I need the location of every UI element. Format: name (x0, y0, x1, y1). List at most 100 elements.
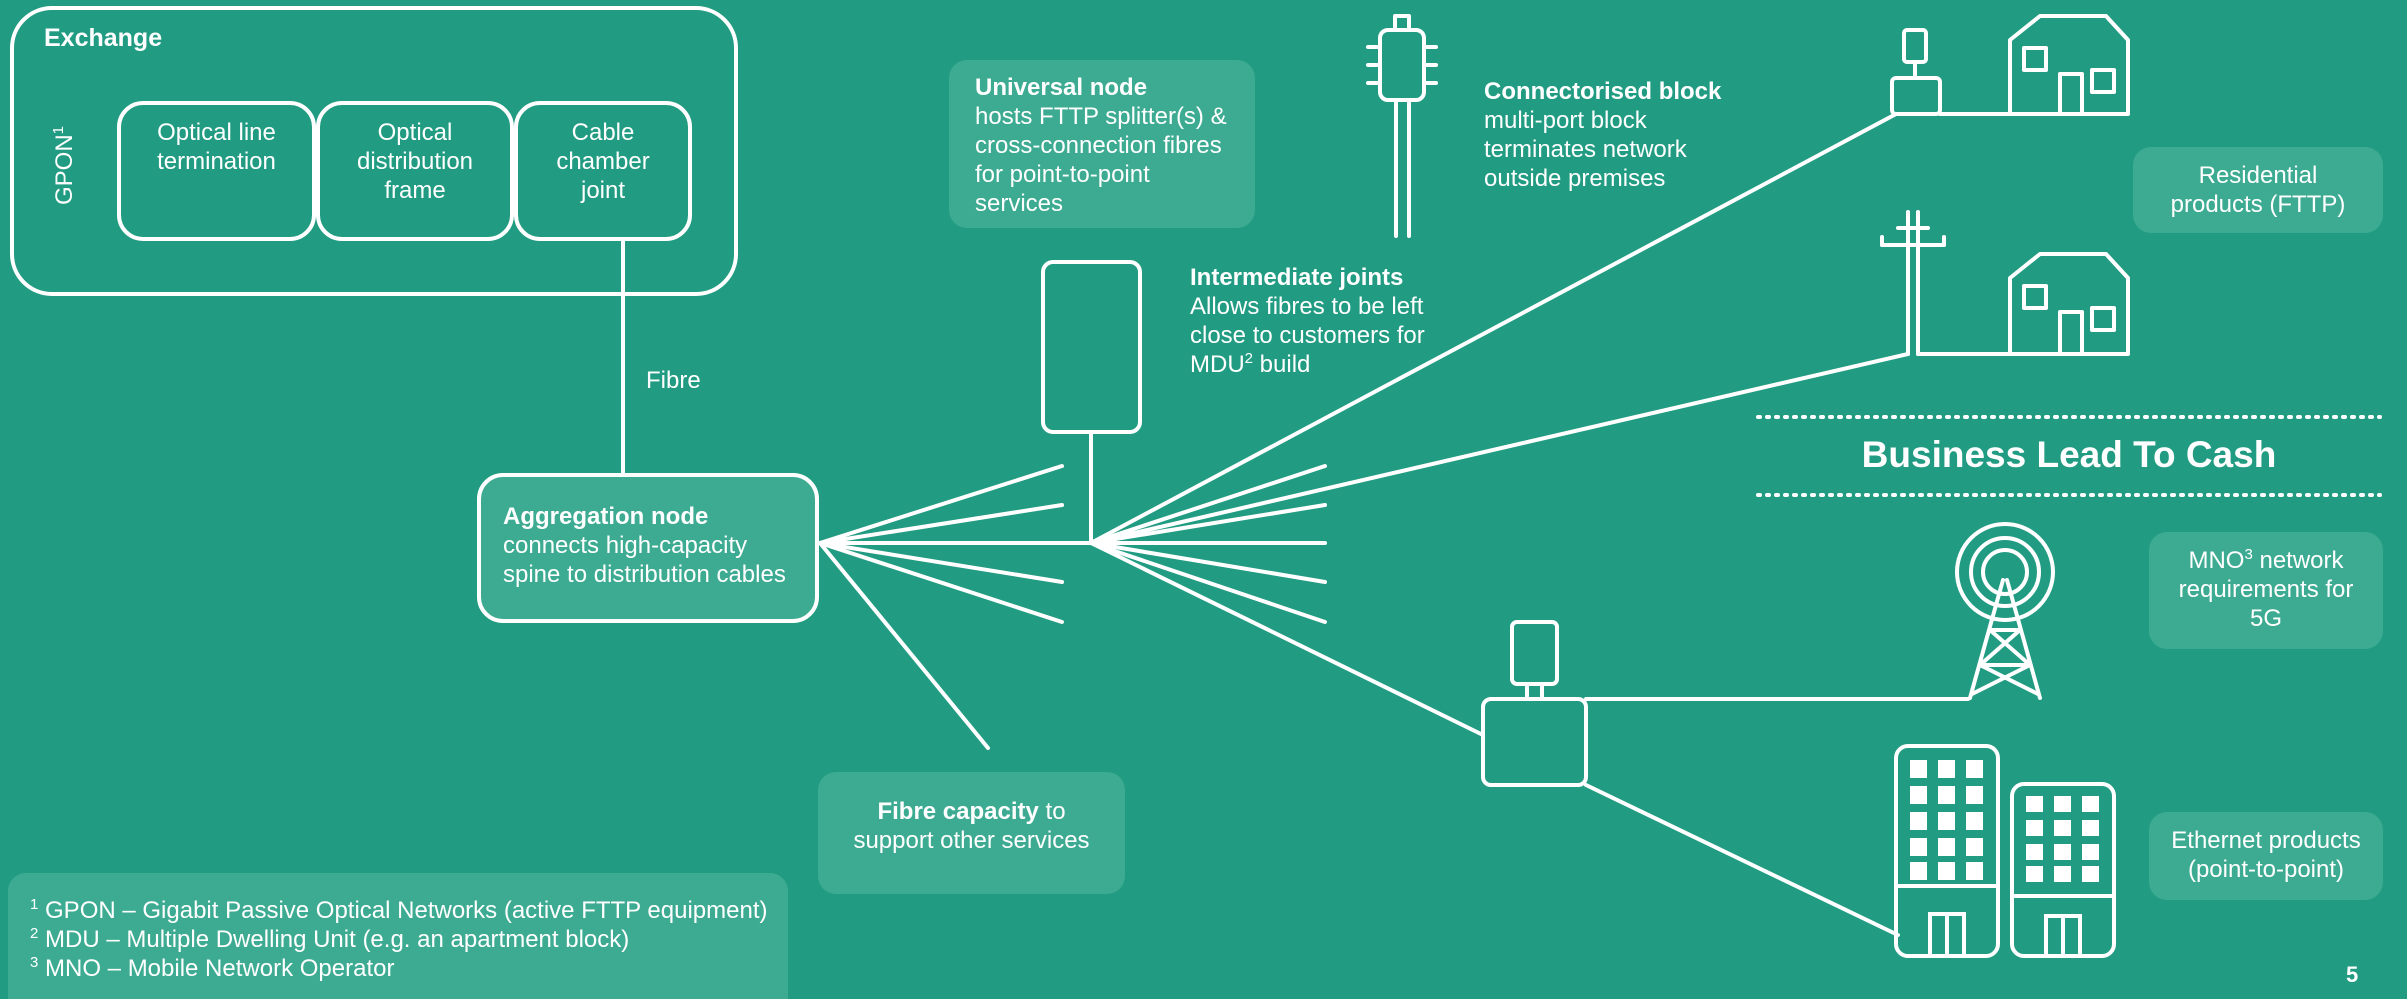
mdu-abbrev: MDU (1190, 351, 1245, 378)
intermediate-joints-title: Intermediate joints (1190, 264, 1404, 291)
module-label-line: termination (157, 148, 276, 175)
joint-fan-lines (1089, 464, 1327, 624)
module-label-line: Cable (571, 119, 635, 146)
ont-device-icon (1890, 28, 1942, 116)
intermediate-joints-line: close to customers for (1190, 322, 1425, 349)
footnote-item: 3 MNO – Mobile Network Operator (30, 954, 768, 983)
optical-line-termination-label: Optical line termination (117, 118, 316, 176)
gpon-label-text: GPON (51, 134, 78, 205)
gpon-footnote-ref: 1 (50, 125, 67, 135)
ethernet-products-panel (2149, 812, 2383, 900)
footnote-text: MDU – Multiple Dwelling Unit (e.g. an ap… (45, 926, 630, 953)
office-building-window-grid-2 (2026, 796, 2099, 882)
mno-line-1: MNO3 network (2149, 546, 2383, 575)
intermediate-joints-line: Allows fibres to be left (1190, 293, 1424, 320)
universal-node-line: for point-to-point (975, 161, 1150, 188)
optical-distribution-frame-module (316, 101, 514, 241)
house-icon (2008, 14, 2130, 116)
exchange-title: Exchange (44, 24, 163, 52)
connectorised-block-icon (1366, 14, 1438, 238)
aggregation-node-title: Aggregation node (503, 503, 709, 530)
telegraph-pole-icon (1880, 210, 1946, 356)
business-heading: Business Lead To Cash (1861, 434, 2277, 475)
residential-products-text: Residential products (FTTP) (2133, 161, 2383, 219)
footnotes-panel (8, 873, 788, 999)
cell-tower-icon (1955, 522, 2055, 700)
connectorised-block-line: multi-port block (1484, 107, 1647, 134)
residential-line: products (FTTP) (2170, 191, 2346, 218)
mdu-box-icon (1481, 620, 1588, 787)
mdu-footnote-ref: 2 (1244, 350, 1253, 367)
footnote-item: 2 MDU – Multiple Dwelling Unit (e.g. an … (30, 925, 768, 954)
connectorised-block-line: terminates network (1484, 136, 1687, 163)
ethernet-line: (point-to-point) (2187, 856, 2345, 883)
connectorised-block-title: Connectorised block (1484, 78, 1722, 105)
connectorised-block-line: outside premises (1484, 165, 1666, 192)
module-label-line: joint (580, 177, 626, 204)
module-label-line: chamber (556, 148, 650, 175)
mno-line: requirements for (2178, 576, 2354, 603)
gpon-label: GPON1 (50, 126, 79, 205)
ethernet-line: Ethernet products (2171, 827, 2361, 854)
universal-node-line: services (975, 190, 1064, 217)
universal-node-line: hosts FTTP splitter(s) & (975, 103, 1227, 130)
module-label-line: Optical line (157, 119, 276, 146)
mno-abbrev: MNO (2188, 547, 2245, 574)
residential-products-panel (2133, 147, 2383, 233)
mno-line: 5G (2249, 605, 2282, 632)
fibre-to-offices (1584, 783, 1900, 937)
aggregation-node-box (477, 473, 819, 623)
mno-suffix: network (2252, 547, 2344, 574)
mno-panel (2149, 532, 2383, 649)
fibre-to-residential-1 (1089, 112, 1898, 545)
footnote-number: 3 (30, 954, 39, 971)
universal-node-text: Universal node hosts FTTP splitter(s) & … (975, 73, 1227, 218)
exchange-box (10, 6, 738, 296)
fibre-capacity-bold: Fibre capacity (877, 798, 1039, 825)
house-icon (2008, 252, 2130, 356)
fibre-to-mdu-box (1089, 541, 1485, 737)
office-building-icon (2010, 782, 2116, 958)
footnote-text: MNO – Mobile Network Operator (45, 955, 395, 982)
module-label-line: distribution (356, 148, 474, 175)
intermediate-joints-text: Intermediate joints Allows fibres to be … (1190, 263, 1425, 379)
intermediate-joints-last-line: MDU2 build (1190, 350, 1425, 379)
universal-node-line: cross-connection fibres (975, 132, 1222, 159)
mdu-suffix: build (1253, 351, 1311, 378)
footnote-item: 1 GPON – Gigabit Passive Optical Network… (30, 896, 768, 925)
mno-text: MNO3 network requirements for 5G (2149, 546, 2383, 633)
cable-chamber-joint-module (514, 101, 692, 241)
ethernet-products-text: Ethernet products (point-to-point) (2149, 826, 2383, 884)
fibre-label: Fibre (646, 367, 701, 394)
residential-line: Residential (2198, 162, 2318, 189)
optical-line-termination-module (117, 101, 316, 241)
office-building-window-grid-1 (1910, 760, 1983, 880)
mno-footnote-ref: 3 (2244, 546, 2253, 563)
footnotes: 1 GPON – Gigabit Passive Optical Network… (30, 896, 768, 983)
optical-distribution-frame-label: Optical distribution frame (316, 118, 514, 205)
fibre-capacity-line-2: support other services (853, 827, 1090, 854)
fibre-capacity-line-1: Fibre capacity to (818, 797, 1125, 826)
aggregation-node-line: connects high-capacity (503, 532, 748, 559)
cable-chamber-joint-label: Cable chamber joint (514, 118, 692, 205)
aggregation-node-text: Aggregation node connects high-capacity … (503, 502, 786, 589)
fibre-to-residential-2 (1089, 352, 1910, 545)
universal-node-panel (949, 60, 1255, 228)
fibre-capacity-text: Fibre capacity to support other services (818, 797, 1125, 855)
module-label-line: frame (384, 177, 446, 204)
module-label-line: Optical (377, 119, 453, 146)
fibre-capacity-panel (818, 772, 1125, 894)
aggregation-fan-lines (818, 464, 1094, 750)
universal-node-title: Universal node (975, 74, 1148, 101)
footnote-text: GPON – Gigabit Passive Optical Networks … (45, 897, 768, 924)
intermediate-joint-icon (1041, 260, 1142, 434)
page-number: 5 (2346, 962, 2359, 987)
footnote-number: 1 (30, 896, 39, 913)
aggregation-node-line: spine to distribution cables (503, 561, 786, 588)
fibre-capacity-rest: to (1038, 798, 1066, 825)
footnote-number: 2 (30, 925, 39, 942)
office-building-icon (1894, 744, 2000, 958)
connectorised-block-text: Connectorised block multi-port block ter… (1484, 77, 1721, 193)
